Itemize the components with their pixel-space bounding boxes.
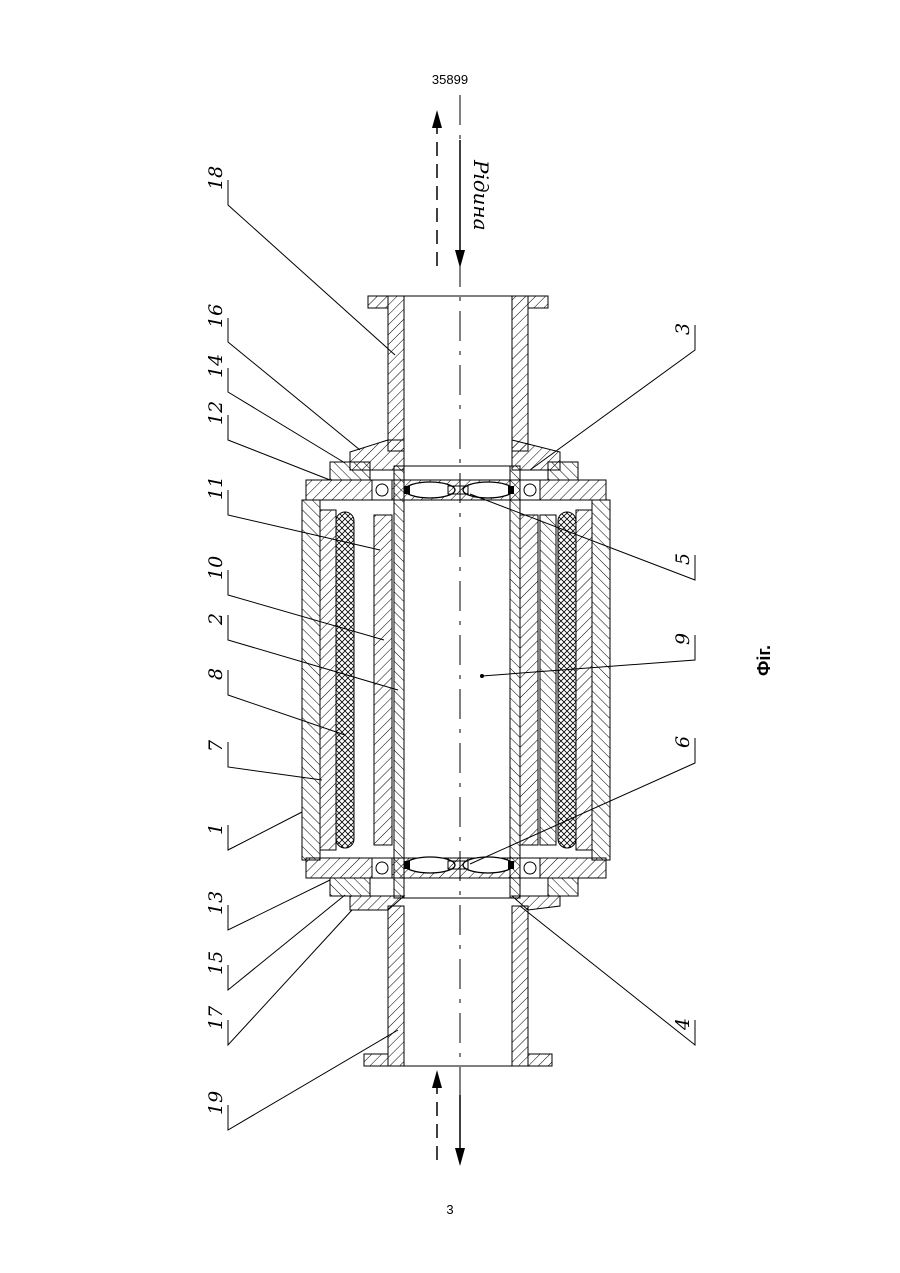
label-8: 8 bbox=[205, 668, 227, 680]
fluid-label: Рідина bbox=[469, 159, 493, 231]
label-17: 17 bbox=[205, 1005, 227, 1030]
bottom-flange bbox=[330, 878, 578, 910]
leader-lines bbox=[228, 180, 695, 1130]
label-15: 15 bbox=[205, 951, 227, 975]
top-flange bbox=[330, 440, 578, 480]
label-4: 4 bbox=[672, 1018, 694, 1031]
top-pipe bbox=[368, 296, 548, 451]
label-1: 1 bbox=[205, 823, 227, 835]
label-5: 5 bbox=[672, 553, 694, 565]
label-6: 6 bbox=[672, 736, 694, 748]
label-3: 3 bbox=[672, 323, 694, 335]
label-11: 11 bbox=[205, 476, 227, 500]
label-2: 2 bbox=[205, 613, 227, 626]
page-number-bottom: 3 bbox=[0, 1202, 900, 1217]
figure-caption: Фіг. bbox=[754, 645, 774, 676]
label-19: 19 bbox=[205, 1091, 227, 1115]
label-9: 9 bbox=[672, 633, 694, 645]
label-13: 13 bbox=[205, 891, 227, 915]
label-18: 18 bbox=[205, 166, 227, 190]
label-12: 12 bbox=[205, 401, 227, 425]
label-7: 7 bbox=[205, 739, 227, 752]
bottom-pipe bbox=[364, 906, 552, 1066]
label-16: 16 bbox=[205, 304, 227, 328]
inner-tube bbox=[394, 466, 520, 898]
label-14: 14 bbox=[205, 354, 227, 378]
label-10: 10 bbox=[205, 556, 227, 580]
flow-arrow-top bbox=[432, 110, 465, 270]
